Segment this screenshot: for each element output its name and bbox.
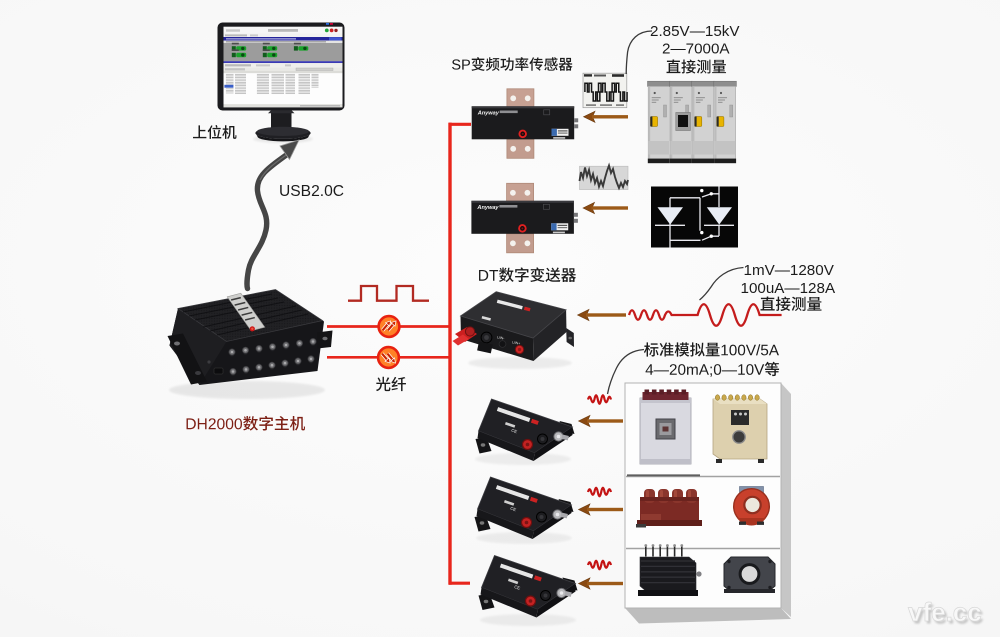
svg-text:vfe.cc: vfe.cc bbox=[910, 600, 984, 630]
svg-text:2—7000A: 2—7000A bbox=[662, 40, 730, 57]
svg-text:100uA—128A: 100uA—128A bbox=[741, 280, 836, 297]
svg-text:UIN-: UIN- bbox=[497, 336, 506, 341]
svg-text:CE: CE bbox=[510, 506, 517, 513]
svg-text:vfe.cc: vfe.cc bbox=[908, 597, 982, 627]
svg-text:2.85V—15kV: 2.85V—15kV bbox=[650, 23, 740, 40]
svg-text:CE: CE bbox=[514, 584, 521, 591]
svg-text:UIN+: UIN+ bbox=[512, 341, 521, 346]
svg-text:Anyway: Anyway bbox=[476, 205, 499, 211]
svg-text:CE: CE bbox=[511, 428, 518, 435]
svg-text:1mV—1280V: 1mV—1280V bbox=[744, 262, 835, 279]
svg-text:USB2.0C: USB2.0C bbox=[279, 183, 344, 200]
svg-text:Anyway: Anyway bbox=[477, 111, 500, 117]
